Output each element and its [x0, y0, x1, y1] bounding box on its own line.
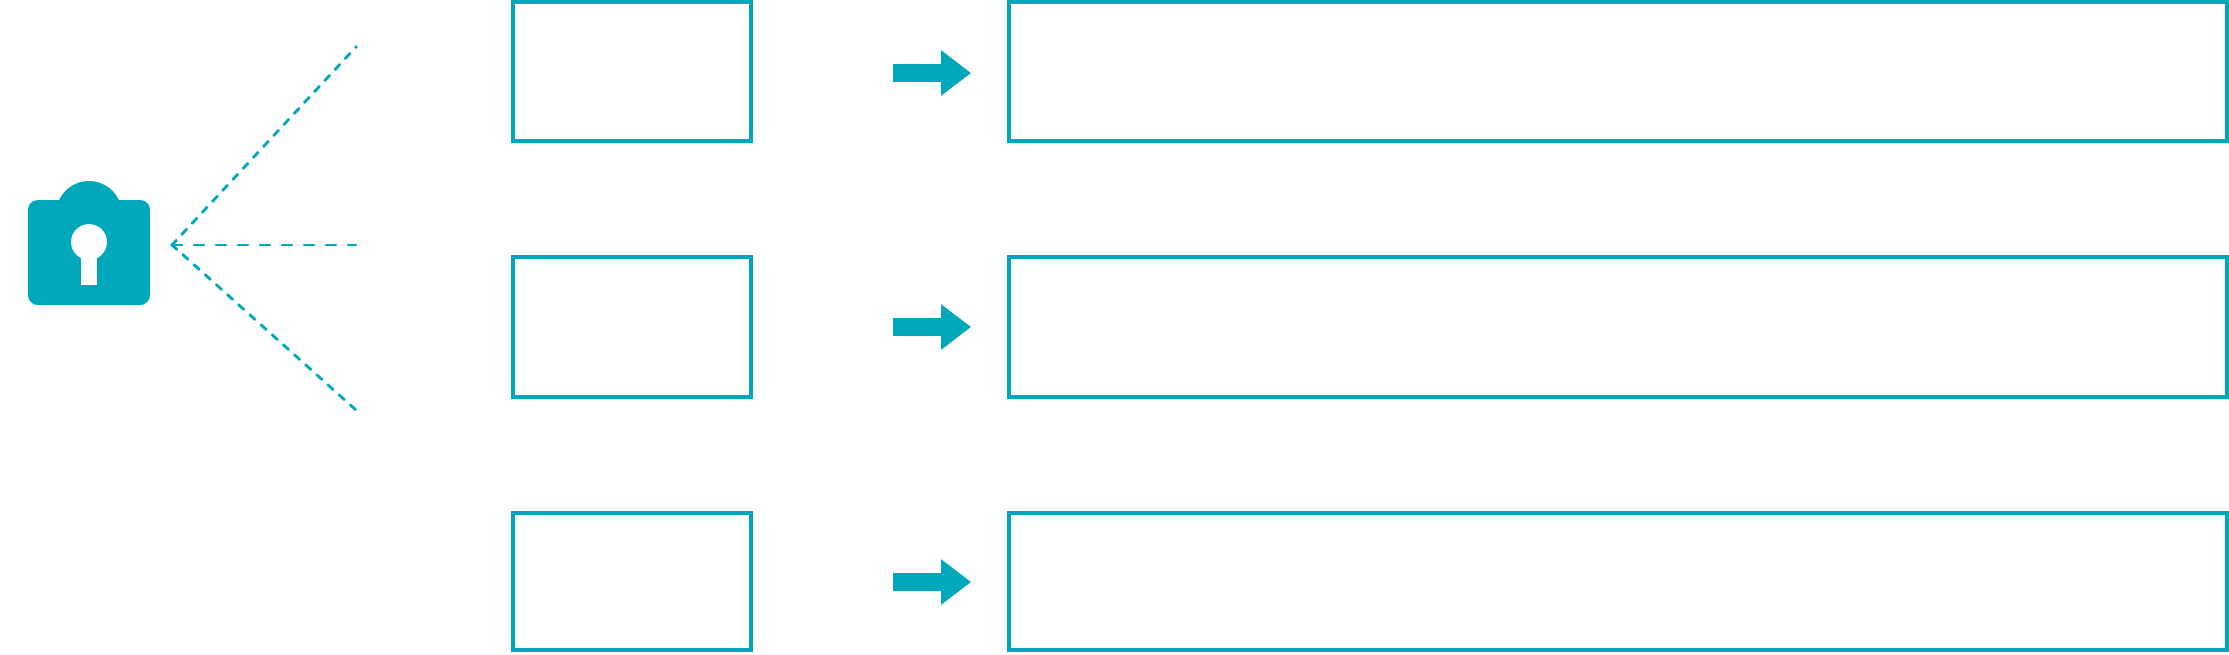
effect-box-3[interactable]: [1007, 511, 2229, 652]
arrow-right-icon: [893, 303, 972, 351]
connector-to-row-1: [170, 45, 358, 247]
cause-box-3[interactable]: [511, 511, 753, 652]
arrow-right-icon: [893, 49, 972, 97]
connector-to-row-3: [170, 243, 358, 412]
cause-box-2[interactable]: [511, 255, 753, 399]
cause-box-1[interactable]: [511, 0, 753, 143]
effect-box-1[interactable]: [1007, 0, 2229, 143]
arrow-right-icon: [893, 558, 972, 606]
lock-icon: [26, 152, 152, 307]
effect-box-2[interactable]: [1007, 255, 2229, 399]
